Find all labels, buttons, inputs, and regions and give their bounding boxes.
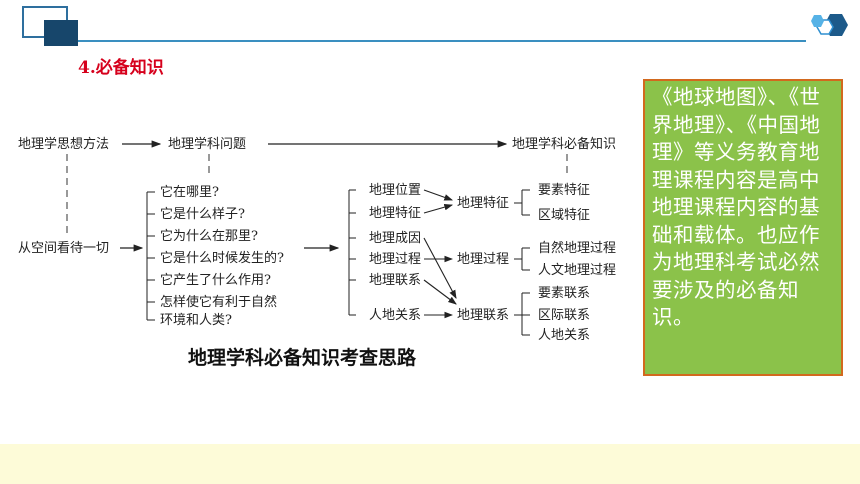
hexagon-logo-icon bbox=[811, 14, 848, 36]
question-text: 怎样使它有利于自然 bbox=[160, 294, 277, 310]
question-text: 它产生了什么作用? bbox=[160, 272, 271, 288]
question-text: 它是什么时候发生的? bbox=[160, 250, 284, 266]
sub-label: 人文地理过程 bbox=[538, 263, 616, 278]
footer-band bbox=[0, 444, 860, 484]
item-text: 地理成因 bbox=[369, 231, 421, 246]
item-text: 地理特征 bbox=[369, 206, 421, 221]
question-text: 环境和人类? bbox=[160, 313, 232, 328]
left-node-label: 从空间看待一切 bbox=[18, 240, 109, 256]
group-label: 地理过程 bbox=[457, 252, 509, 267]
question-text: 它在哪里? bbox=[160, 184, 219, 200]
question-text: 它是什么样子? bbox=[160, 206, 245, 222]
decor-square-filled bbox=[44, 20, 78, 46]
sub-label: 区域特征 bbox=[538, 208, 590, 223]
sub-label: 人地关系 bbox=[538, 328, 590, 342]
section-title: 4.必备知识 bbox=[78, 58, 164, 78]
sub-label: 自然地理过程 bbox=[538, 240, 616, 256]
item-text: 人地关系 bbox=[369, 308, 421, 323]
top-label-methods: 地理学思想方法 bbox=[18, 136, 109, 152]
note-text: 《地球地图》、《世界地理》、《中国地理》等义务教育地理课程内容是高中地理课程内容… bbox=[652, 85, 821, 329]
sub-label: 要素特征 bbox=[538, 183, 590, 198]
item-text: 地理过程 bbox=[369, 252, 421, 267]
note-box: 《地球地图》、《世界地理》、《中国地理》等义务教育地理课程内容是高中地理课程内容… bbox=[643, 79, 843, 376]
question-text: 它为什么在那里? bbox=[160, 228, 258, 244]
sub-label: 区际联系 bbox=[538, 308, 590, 323]
header-divider bbox=[78, 40, 806, 42]
item-text: 地理联系 bbox=[369, 273, 421, 288]
top-label-knowledge: 地理学科必备知识 bbox=[512, 136, 616, 152]
top-label-problems: 地理学科问题 bbox=[168, 136, 246, 152]
sub-label: 要素联系 bbox=[538, 286, 590, 301]
group-label: 地理特征 bbox=[457, 196, 509, 211]
group-label: 地理联系 bbox=[457, 308, 509, 323]
knowledge-diagram: 地理学思想方法 地理学科问题 地理学科必备知识 从空间看待一切 它在哪里? 它是… bbox=[18, 136, 616, 342]
item-text: 地理位置 bbox=[369, 183, 421, 198]
diagram-caption: 地理学科必备知识考查思路 bbox=[188, 347, 417, 369]
